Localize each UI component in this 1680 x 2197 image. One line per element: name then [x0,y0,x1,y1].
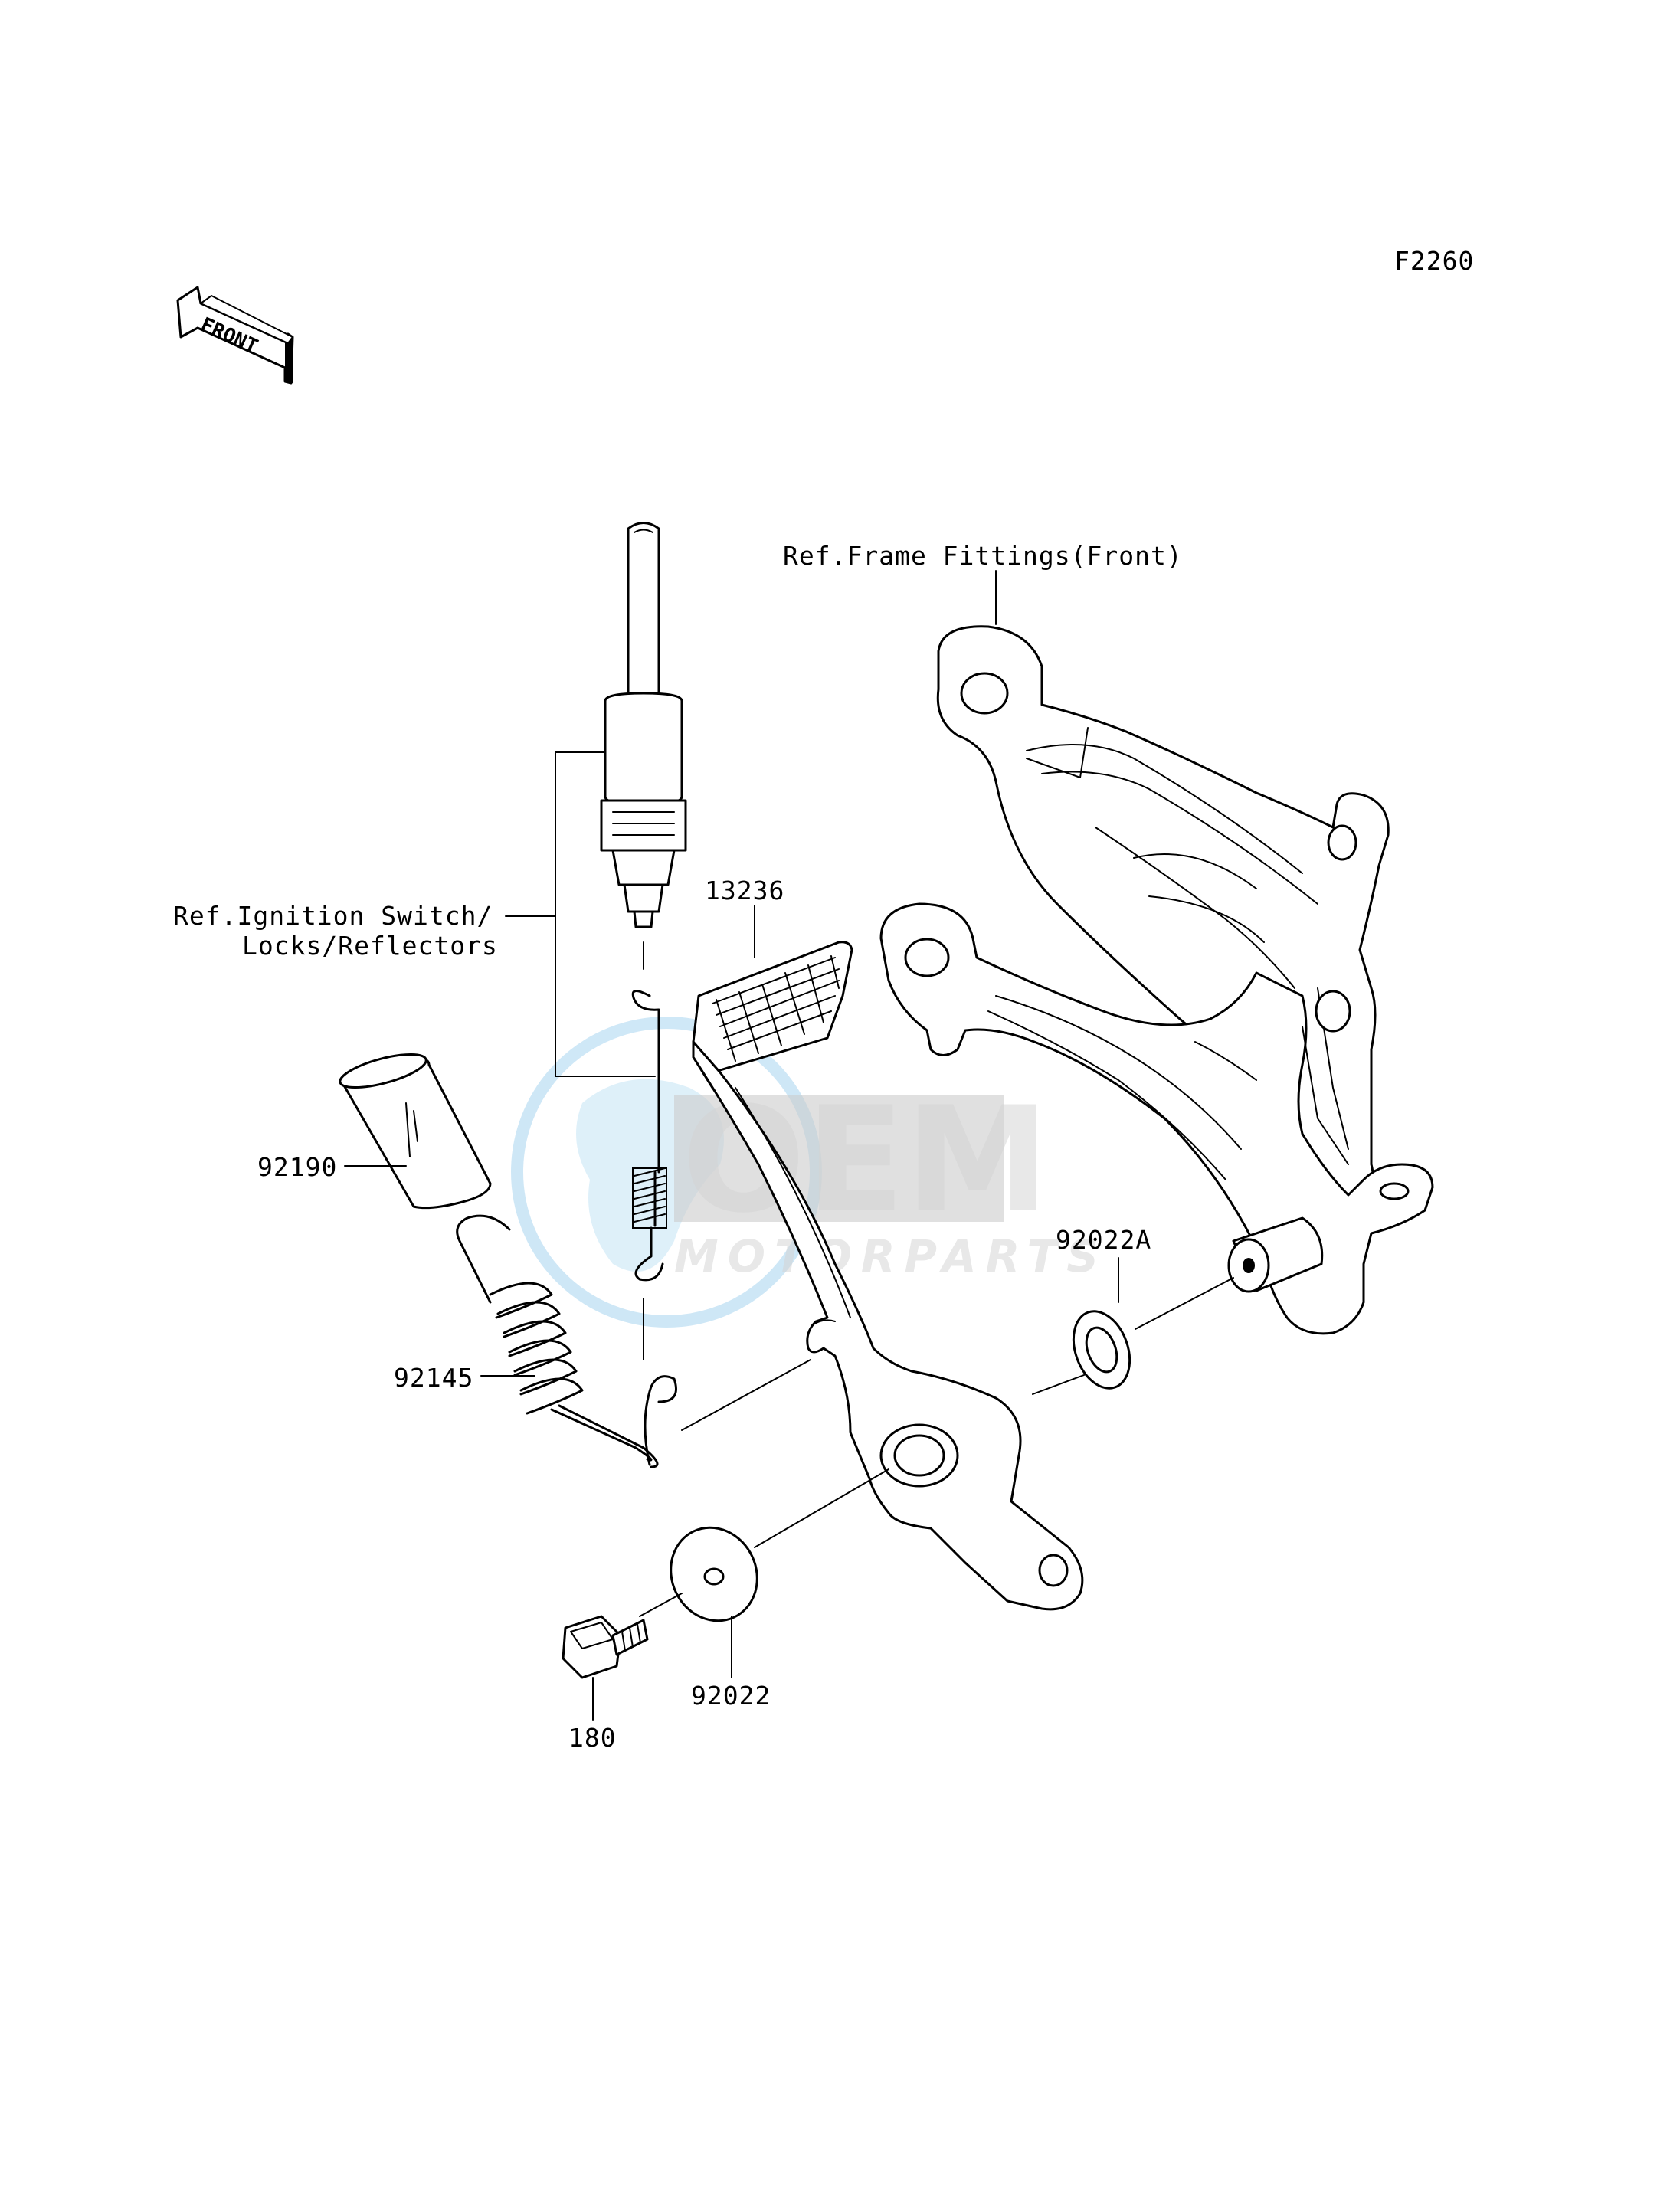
bolt-180 [562,1615,649,1679]
diagram-code: F2260 [1394,246,1474,276]
ref-ignition-label-line2: Locks/Reflectors [242,931,498,961]
part-label-92022A: 92022A [1056,1225,1151,1255]
washer-92022A [1072,1310,1131,1390]
part-label-92190: 92190 [257,1152,337,1182]
ref-frame-fittings-label: Ref.Frame Fittings(Front) [783,541,1183,571]
switch-spring [631,941,667,1360]
leader-washer-to-pedal [754,1468,889,1548]
front-arrow-icon: FRONT [176,286,294,385]
brake-pedal [692,941,1084,1611]
leader-washerA-to-boss [1135,1277,1234,1330]
washer-92022 [670,1526,758,1622]
watermark-sub: MOTORPARTS [674,1230,1108,1282]
leader-washerA-to-pedal [1032,1374,1085,1395]
brake-light-switch [600,522,687,928]
pivot-boss [1227,1216,1324,1293]
leader-spring-to-pedal [681,1359,811,1431]
ref-ignition-label-line1: Ref.Ignition Switch/ [173,901,493,931]
part-label-13236: 13236 [705,876,784,905]
bracket-ignition [555,751,656,1077]
leader-bolt-to-washer [639,1593,683,1617]
part-label-92145: 92145 [394,1363,473,1393]
watermark-logo: OEM MOTORPARTS [511,1017,1108,1328]
part-label-92022: 92022 [691,1681,771,1711]
spring-92145 [456,1214,677,1468]
sleeve-92190 [339,1053,492,1210]
part-label-180: 180 [568,1723,617,1753]
